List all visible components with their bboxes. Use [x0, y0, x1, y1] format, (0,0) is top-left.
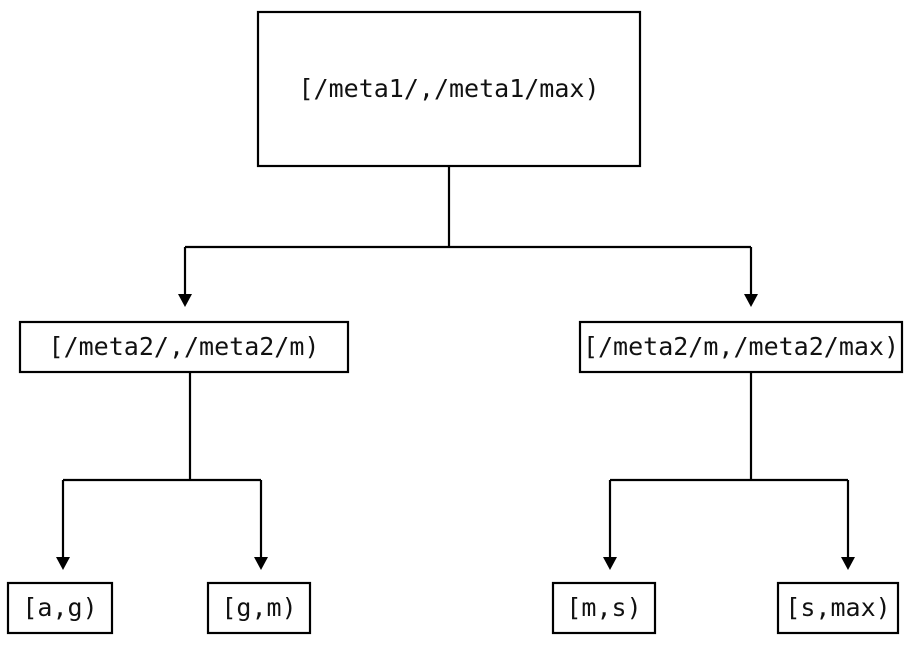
node-box[interactable] — [206, 581, 312, 635]
edge-connector — [56, 372, 268, 570]
node-label: [/meta1/,/meta1/max) — [298, 74, 599, 103]
tree-node[interactable]: [/meta2/m,/meta2/max) — [578, 320, 904, 374]
arrowhead-icon — [603, 557, 617, 570]
arrowhead-icon — [56, 557, 70, 570]
node-label: [a,g) — [22, 593, 97, 622]
tree-node[interactable]: [m,s) — [551, 581, 657, 635]
arrowhead-icon — [254, 557, 268, 570]
arrowhead-icon — [841, 557, 855, 570]
edge-connector — [603, 372, 855, 570]
node-box[interactable] — [18, 320, 350, 374]
tree-node[interactable]: [/meta2/,/meta2/m) — [18, 320, 350, 374]
node-box[interactable] — [551, 581, 657, 635]
arrowhead-icon — [178, 294, 192, 307]
arrowhead-icon — [744, 294, 758, 307]
tree-node[interactable]: [g,m) — [206, 581, 312, 635]
node-box[interactable] — [6, 581, 114, 635]
tree-node[interactable]: [s,max) — [776, 581, 900, 635]
tree-node[interactable]: [/meta1/,/meta1/max) — [256, 10, 642, 168]
node-box[interactable] — [256, 10, 642, 168]
node-label: [/meta2/m,/meta2/max) — [583, 332, 899, 361]
node-label: [s,max) — [785, 593, 890, 622]
node-label: [/meta2/,/meta2/m) — [49, 332, 320, 361]
nodes-layer: [/meta1/,/meta1/max) [/meta2/,/meta2/m) [/… — [6, 10, 904, 635]
edges-layer — [56, 166, 855, 570]
node-box[interactable] — [578, 320, 904, 374]
node-label: [g,m) — [221, 593, 296, 622]
node-label: [m,s) — [566, 593, 641, 622]
node-box[interactable] — [776, 581, 900, 635]
tree-node[interactable]: [a,g) — [6, 581, 114, 635]
edge-connector — [178, 166, 758, 307]
